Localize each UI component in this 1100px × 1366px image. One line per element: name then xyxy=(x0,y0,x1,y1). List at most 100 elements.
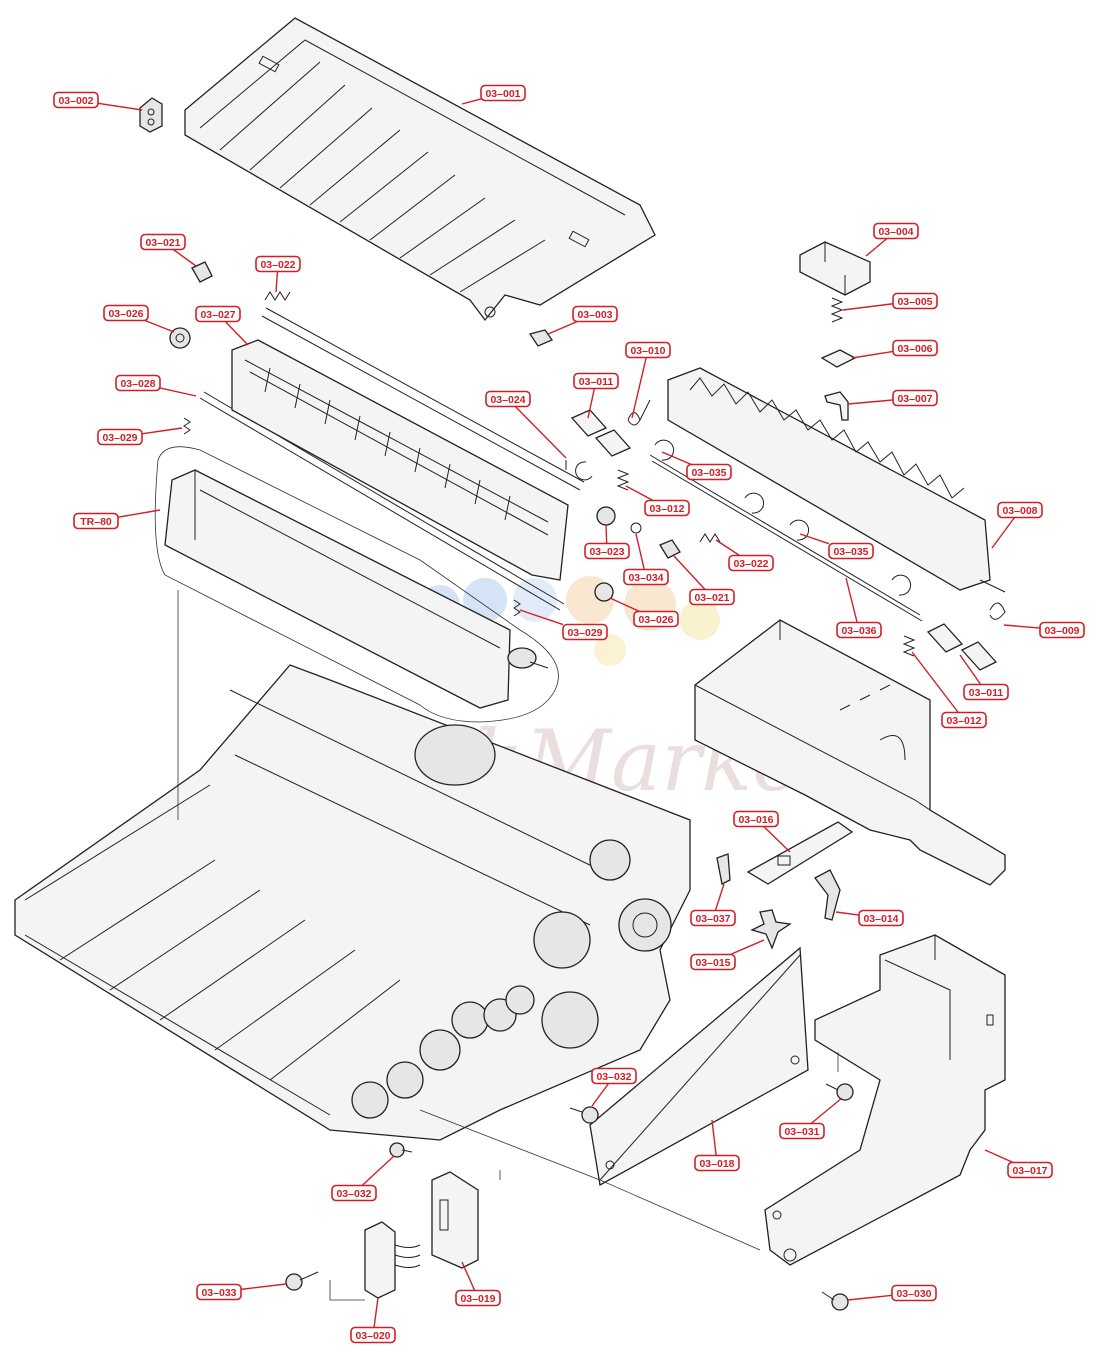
callout-leader-line xyxy=(845,577,858,623)
callout-box xyxy=(689,588,735,606)
callout-leader-line xyxy=(991,517,1016,549)
callout-03-032-lower[interactable]: 03–032 xyxy=(331,1155,395,1202)
callout-03-033[interactable]: 03–033 xyxy=(196,1283,287,1301)
callout-03-028[interactable]: 03–028 xyxy=(115,374,197,397)
callout-03-008[interactable]: 03–008 xyxy=(991,501,1043,549)
callout-03-004[interactable]: 03–004 xyxy=(865,222,919,257)
callout-03-017[interactable]: 03–017 xyxy=(984,1149,1053,1179)
callout-03-018[interactable]: 03–018 xyxy=(694,1119,740,1172)
callout-03-002[interactable]: 03–002 xyxy=(53,91,143,111)
bushing-top-left xyxy=(191,261,213,283)
callout-03-015[interactable]: 03–015 xyxy=(690,939,765,971)
callout-label: 03–007 xyxy=(897,393,932,405)
callout-03-021-lower[interactable]: 03–021 xyxy=(673,555,735,606)
drive-gear xyxy=(596,506,616,526)
callout-03-029-lower[interactable]: 03–029 xyxy=(519,609,608,641)
screw-032-lower xyxy=(389,1142,413,1158)
callout-03-024[interactable]: 03–024 xyxy=(485,390,567,459)
callout-03-022-upper[interactable]: 03–022 xyxy=(255,255,301,293)
callout-03-022-lower[interactable]: 03–022 xyxy=(715,539,774,572)
callout-box xyxy=(690,953,736,971)
e-ring-small xyxy=(630,522,642,534)
callout-leader-line xyxy=(587,388,596,419)
callout-box xyxy=(350,1326,396,1344)
callout-label: 03–009 xyxy=(1044,625,1079,637)
callout-label: 03–018 xyxy=(699,1158,734,1170)
callout-03-027[interactable]: 03–027 xyxy=(195,305,249,346)
connector xyxy=(364,1221,421,1299)
callout-03-031[interactable]: 03–031 xyxy=(779,1097,843,1140)
callout-label: 03–024 xyxy=(490,394,525,406)
callout-03-035-lower[interactable]: 03–035 xyxy=(799,533,874,560)
callout-03-012-upper[interactable]: 03–012 xyxy=(625,485,690,517)
callout-03-030[interactable]: 03–030 xyxy=(847,1284,937,1302)
callout-label: 03–022 xyxy=(260,259,295,271)
callout-03-032-upper[interactable]: 03–032 xyxy=(591,1067,637,1107)
callout-03-035-upper[interactable]: 03–035 xyxy=(661,451,732,481)
callout-03-019[interactable]: 03–019 xyxy=(455,1261,501,1307)
callout-03-011-upper[interactable]: 03–011 xyxy=(573,372,619,419)
callout-03-005[interactable]: 03–005 xyxy=(842,292,938,311)
callout-label: 03–034 xyxy=(628,572,663,584)
callout-label: 03–030 xyxy=(896,1288,931,1300)
callout-label: 03–029 xyxy=(567,627,602,639)
callout-03-026-lower[interactable]: 03–026 xyxy=(609,597,679,628)
callout-leader-line xyxy=(519,609,564,626)
callout-box xyxy=(115,374,161,392)
callout-03-009[interactable]: 03–009 xyxy=(1003,621,1085,639)
callout-box xyxy=(941,711,987,729)
callout-03-037[interactable]: 03–037 xyxy=(690,883,736,927)
carriage-housing xyxy=(694,619,1006,886)
callout-leader-line xyxy=(959,654,982,685)
side-cover xyxy=(764,934,1006,1266)
callout-leader-line xyxy=(673,555,706,590)
callout-box xyxy=(196,1283,242,1301)
callout-03-012-lower[interactable]: 03–012 xyxy=(911,651,987,729)
callout-03-011-lower[interactable]: 03–011 xyxy=(959,654,1009,701)
callout-box xyxy=(485,390,531,408)
callout-leader-line xyxy=(240,1283,287,1291)
callout-label: 03–011 xyxy=(579,376,614,388)
screw-031 xyxy=(825,1083,854,1101)
callout-leader-line xyxy=(224,321,249,346)
callout-label: 03–008 xyxy=(1002,505,1037,517)
callout-box xyxy=(480,84,526,102)
callout-box xyxy=(997,501,1043,519)
callout-leader-line xyxy=(847,1294,893,1301)
callout-03-023[interactable]: 03–023 xyxy=(584,524,630,560)
callout-03-014[interactable]: 03–014 xyxy=(835,909,904,927)
watermark-dot xyxy=(594,634,626,666)
side-spring xyxy=(989,602,1006,620)
callout-03-026-upper[interactable]: 03–026 xyxy=(103,304,175,333)
callout-03-003[interactable]: 03–003 xyxy=(547,305,618,335)
callout-03-006[interactable]: 03–006 xyxy=(851,339,938,359)
lever-plate xyxy=(820,349,857,368)
callout-03-020[interactable]: 03–020 xyxy=(350,1297,396,1344)
callout-03-036[interactable]: 03–036 xyxy=(836,577,882,639)
callout-leader-line xyxy=(609,597,640,613)
callout-03-021-upper[interactable]: 03–021 xyxy=(140,233,197,267)
callout-tr-80[interactable]: TR–80 xyxy=(73,509,161,530)
callout-03-001[interactable]: 03–001 xyxy=(461,84,526,105)
callout-box xyxy=(195,305,241,323)
sensor-clip xyxy=(716,853,731,885)
callout-03-034[interactable]: 03–034 xyxy=(623,533,669,586)
callout-leader-line xyxy=(1003,624,1041,629)
callout-label: 03–035 xyxy=(691,467,726,479)
callout-03-016[interactable]: 03–016 xyxy=(733,810,791,853)
callout-label: 03–027 xyxy=(200,309,235,321)
callout-label: 03–004 xyxy=(878,226,913,238)
parts xyxy=(14,17,1006,1311)
callout-label: 03–036 xyxy=(841,625,876,637)
callout-label: 03–028 xyxy=(120,378,155,390)
callout-leader-line xyxy=(361,1155,395,1187)
callout-03-010[interactable]: 03–010 xyxy=(625,341,671,419)
callout-box xyxy=(873,222,919,240)
callout-03-029-upper[interactable]: 03–029 xyxy=(97,427,183,446)
callout-box xyxy=(97,428,143,446)
bushing-hex xyxy=(659,539,681,559)
callout-03-007[interactable]: 03–007 xyxy=(847,389,938,407)
callout-label: 03–001 xyxy=(485,88,520,100)
callout-leader-line xyxy=(730,939,765,956)
callout-leader-line xyxy=(172,248,197,267)
